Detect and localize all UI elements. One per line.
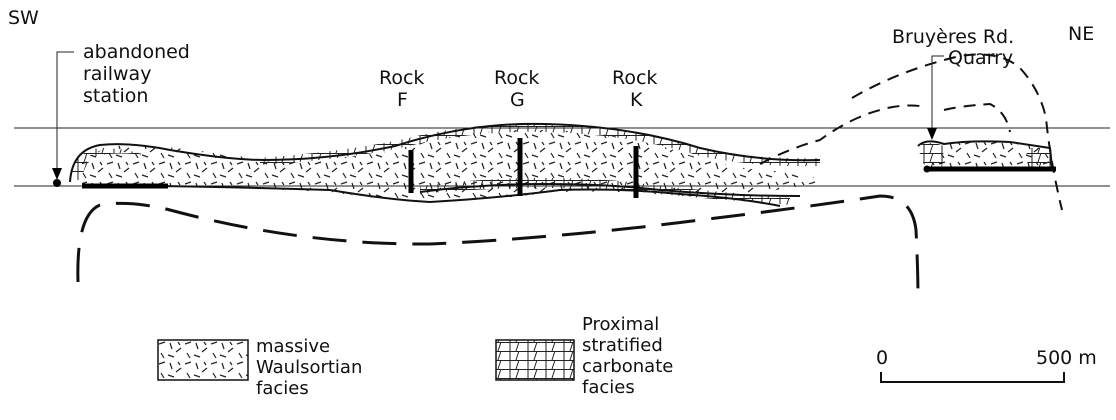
legend-stratified-line1: Proximal <box>582 314 659 335</box>
quarry-label: Quarry <box>948 47 1013 69</box>
rock-f-label-line1: Rock <box>379 67 424 89</box>
road-dashed-outline <box>852 55 1062 211</box>
rock-k-label-line1: Rock <box>612 67 657 89</box>
station-point <box>53 179 61 187</box>
rock-g-label-line2: G <box>510 89 525 111</box>
quarry-leader <box>932 56 944 136</box>
sw-label: SW <box>8 7 39 29</box>
legend-stratified-swatch <box>496 340 574 380</box>
legend-massive-line2: Waulsortian <box>256 357 362 378</box>
rock-f-label-line2: F <box>397 89 408 111</box>
legend-massive-swatch <box>158 340 248 380</box>
station-leader <box>57 52 74 175</box>
station-arrowhead <box>52 168 62 180</box>
scale-end-label: 500 m <box>1036 347 1097 369</box>
station-label-line1: abandoned <box>83 41 190 63</box>
station-label-line3: station <box>83 85 148 107</box>
legend-massive-line1: massive <box>256 336 330 357</box>
quarry-point <box>924 166 931 173</box>
scale-bar <box>881 372 1064 382</box>
legend-stratified-line2: stratified <box>582 335 663 356</box>
legend-stratified-line4: facies <box>582 377 635 398</box>
ne-label: NE <box>1068 23 1094 45</box>
right-dashed-overburden <box>760 106 920 165</box>
legend-stratified-line3: carbonate <box>582 356 673 377</box>
legend-massive-line3: facies <box>256 378 309 399</box>
rock-g-label-line1: Rock <box>494 67 539 89</box>
station-label-line2: railway <box>83 63 151 85</box>
quarry-arrowhead <box>927 128 937 140</box>
road-label: Bruyères Rd. <box>892 26 1014 48</box>
rock-k-label-line2: K <box>630 89 643 111</box>
scale-start-label: 0 <box>876 347 888 369</box>
lower-dashed-contour <box>78 196 918 300</box>
